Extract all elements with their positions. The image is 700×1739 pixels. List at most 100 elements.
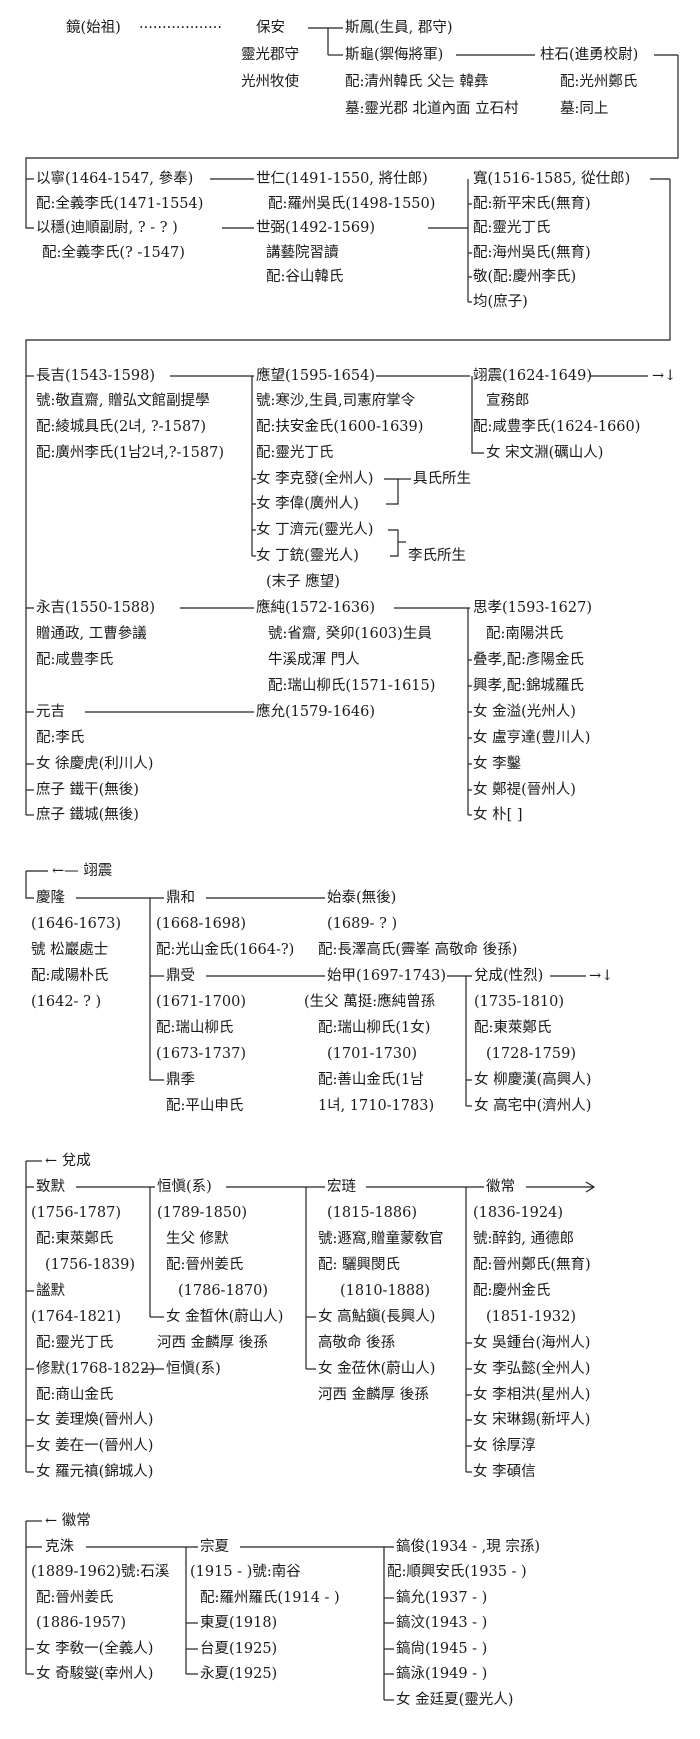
entry-g3-5: 號:敬直齋, 贈弘文館副提學 — [36, 393, 210, 409]
entry-g4-13: 應允(1579-1646) — [256, 704, 376, 720]
entry-g1-4: 斯鳳(生員, 郡守) — [345, 20, 453, 36]
entry-g5-21: 配:東萊鄭氏 — [474, 1020, 552, 1036]
entry-g3-15: 具氏所生 — [413, 471, 471, 487]
entry-g4-4: 贈通政, 工曹參議 — [36, 626, 147, 642]
entry-g5-15: (1642- ? ) — [31, 994, 102, 1010]
entry-g5-19: 配:瑞山柳氏 — [156, 1020, 234, 1036]
entry-g1-1: 鏡(始祖) — [66, 20, 121, 36]
entry-g3-20: (末子 應望) — [266, 574, 340, 590]
entry-g6-36: 女 姜理煥(晉州人) — [36, 1412, 154, 1428]
entry-g6-34: 河西 金麟厚 後孫 — [318, 1387, 429, 1403]
entry-g6-27: 高敬命 後孫 — [318, 1335, 396, 1351]
entry-g4-2: 應純(1572-1636) — [256, 600, 376, 616]
entry-g2-11: 講藝院習讀 — [266, 245, 339, 261]
entry-g4-21: 庶子 鐵城(無後) — [36, 807, 139, 823]
entry-g7-5: (1915 - )號:南谷 — [190, 1564, 301, 1580]
entry-g6-5: (1756-1787) — [31, 1205, 122, 1221]
entry-g6-21: (1764-1821) — [31, 1309, 122, 1325]
entry-g1-10: 配:光州鄭氏 — [560, 74, 638, 90]
entry-g7-6: 配:順興安氏(1935 - ) — [387, 1564, 527, 1580]
entry-g5-3: 始泰(無後) — [327, 890, 397, 906]
entry-g6-31: 女 金莅休(蔚山人) — [318, 1361, 436, 1377]
entry-g3-2: 應望(1595-1654) — [256, 368, 376, 384]
entry-g3-1: 長吉(1543-1598) — [36, 368, 156, 384]
entry-g7-18: 鎬泳(1949 - ) — [396, 1666, 488, 1682]
entry-g2-14: 敬(配:慶州李氏) — [473, 269, 577, 285]
entry-g6-12: 號:醉鈞, 通德郎 — [473, 1231, 575, 1247]
entry-g3-9: 配:扶安金氏(1600-1639) — [256, 419, 424, 435]
entry-g7-7: 配:晉州姜氏 — [36, 1590, 114, 1606]
entry-g3-7: 宣務郎 — [486, 393, 530, 409]
entry-g6-23: 女 高鮎鎭(長興人) — [318, 1309, 436, 1325]
entry-g5-6: (1689- ? ) — [327, 916, 398, 932]
entry-g2-15: 均(庶子) — [473, 294, 528, 310]
entry-g4-1: 永吉(1550-1588) — [36, 600, 156, 616]
entry-g4-3: 思孝(1593-1627) — [473, 600, 593, 616]
entry-g7-1: 克洙 — [45, 1539, 74, 1555]
entry-g4-9: 叠孝,配:彥陽金氏 — [473, 652, 584, 668]
entry-g5-30: 女 高宅中(濟州人) — [474, 1098, 592, 1114]
entry-g5-14: →↓ — [589, 968, 614, 984]
entry-g6-33: 配:商山金氏 — [36, 1387, 114, 1403]
entry-g1-12: 墓:同上 — [560, 101, 609, 117]
entry-g5-4: (1646-1673) — [31, 916, 122, 932]
entry-g6-20: 配:慶州金氏 — [473, 1283, 551, 1299]
entry-g7-8: 配:羅州羅氏(1914 - ) — [200, 1590, 340, 1606]
entry-g7-17: 永夏(1925) — [200, 1666, 278, 1682]
entry-g7-9: 鎬允(1937 - ) — [396, 1590, 488, 1606]
entry-g5-27: 女 柳慶漢(高興人) — [474, 1072, 592, 1088]
entry-g6-30: 恒愼(系) — [166, 1361, 221, 1377]
entry-g7-2: 宗夏 — [200, 1539, 229, 1555]
entry-g1-2: ·················· — [139, 20, 222, 36]
entry-g2-3: 寬(1516-1585, 從仕郎) — [473, 171, 631, 187]
entry-g6-2: 恒愼(系) — [157, 1179, 212, 1195]
entry-g5-1: 慶隆 — [36, 890, 65, 906]
entry-g6-14: 配:晉州姜氏 — [166, 1257, 244, 1273]
entry-g7-0: ← 徽常 — [45, 1513, 91, 1529]
entry-g4-18: 女 李鑿 — [473, 756, 522, 772]
entry-g1-8: 光州牧使 — [241, 74, 299, 90]
entry-g6-29: 修默(1768-1822) — [36, 1361, 156, 1377]
entry-g2-4: 配:全義李氏(1471-1554) — [36, 196, 204, 212]
entry-g7-11: 東夏(1918) — [200, 1615, 278, 1631]
entry-g1-5: 靈光郡守 — [241, 47, 299, 63]
entry-g2-8: 世弼(1492-1569) — [256, 220, 376, 236]
entry-g7-13: 女 李敎一(全義人) — [36, 1641, 154, 1657]
entry-g3-12: 配:靈光丁氏 — [256, 445, 334, 461]
entry-g4-19: 庶子 鐵干(無後) — [36, 782, 139, 798]
entry-g6-37: 女 宋琳錫(新坪人) — [473, 1412, 591, 1428]
entry-g4-11: 興孝,配:錦城羅氏 — [473, 678, 584, 694]
entry-g5-17: (生父 萬挺:應純曾孫 — [304, 994, 436, 1010]
entry-g3-10: 配:咸豊李氏(1624-1660) — [473, 419, 641, 435]
entry-g3-18: 女 丁銃(靈光人) — [256, 548, 359, 564]
entry-g4-7: 配:咸豊李氏 — [36, 652, 114, 668]
entry-g6-26: 河西 金麟厚 後孫 — [157, 1335, 268, 1351]
entry-g6-3: 宏琏 — [327, 1179, 356, 1195]
entry-g4-16: 女 盧亨達(豊川人) — [473, 730, 591, 746]
entry-g7-19: 女 金廷夏(靈光人) — [396, 1692, 514, 1708]
entry-g7-4: (1889-1962)號:石溪 — [31, 1564, 170, 1580]
entry-g3-8: 配:綾城具氏(2녀, ?-1587) — [36, 419, 207, 435]
entry-g1-11: 墓:靈光郡 北道內面 立石村 — [345, 101, 519, 117]
entry-g6-25: 配:靈光丁氏 — [36, 1335, 114, 1351]
entry-g5-24: (1728-1759) — [486, 1046, 577, 1062]
entry-g5-18: (1735-1810) — [474, 994, 565, 1010]
entry-g6-1: 致默 — [36, 1179, 65, 1195]
entry-g6-39: 女 徐厚淳 — [473, 1438, 536, 1454]
entry-g3-13: 女 宋文淵(礪山人) — [486, 445, 604, 461]
entry-g6-24: (1851-1932) — [486, 1309, 577, 1325]
entry-g3-19: 李氏所生 — [408, 548, 466, 564]
entry-g5-22: (1673-1737) — [156, 1046, 247, 1062]
entry-g7-3: 鎬俊(1934 - ,現 宗孫) — [396, 1539, 541, 1555]
entry-g6-7: (1815-1886) — [327, 1205, 418, 1221]
entry-g4-20: 女 鄭禔(晉州人) — [473, 782, 576, 798]
entry-g4-17: 女 徐慶虎(利川人) — [36, 756, 154, 772]
entry-g4-6: 配:南陽洪氏 — [486, 626, 564, 642]
entry-g4-22: 女 朴[ ] — [473, 807, 523, 823]
entry-g6-13: (1756-1839) — [45, 1257, 136, 1273]
entry-g5-9: 配:長澤高氏(霽峯 高敬命 後孫) — [318, 942, 518, 958]
entry-g4-10: 配:瑞山柳氏(1571-1615) — [268, 678, 436, 694]
entry-g5-8: 配:光山金氏(1664-?) — [156, 942, 295, 958]
entry-g5-10: 配:咸陽朴氏 — [31, 968, 109, 984]
